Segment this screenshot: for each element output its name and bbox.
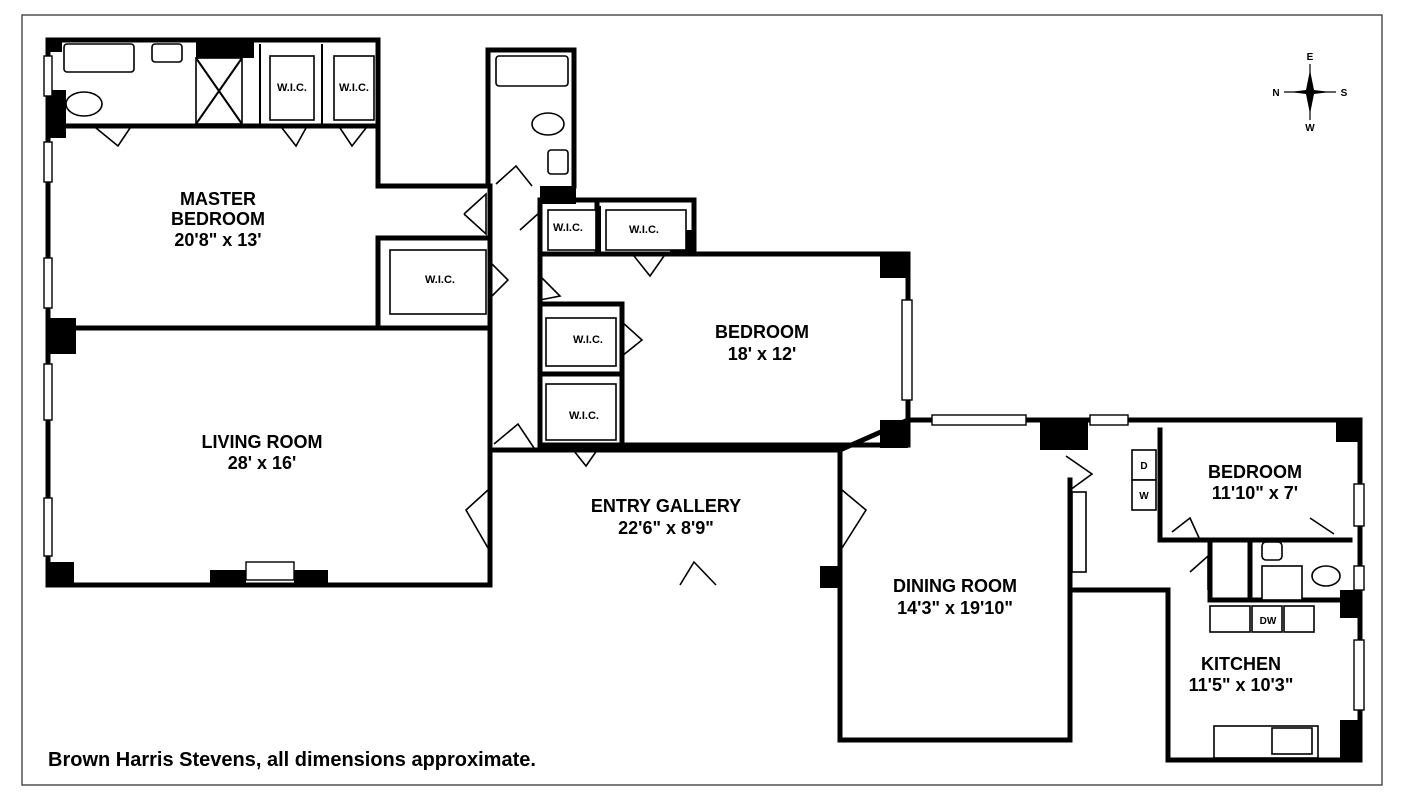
bedroom-name: BEDROOM bbox=[1208, 462, 1302, 482]
walk-in-closet-label: W.I.C. bbox=[339, 82, 369, 94]
entry-gallery-dimensions: 22'6" x 8'9" bbox=[618, 518, 714, 538]
walk-in-closet-label: W.I.C. bbox=[425, 274, 455, 286]
dining-room-name: DINING ROOM bbox=[893, 576, 1017, 596]
bedroom-dimensions: 18' x 12' bbox=[728, 344, 797, 364]
kitchen-name: KITCHEN bbox=[1201, 654, 1281, 674]
dryer-label: D bbox=[1140, 461, 1147, 472]
dishwasher-label: DW bbox=[1260, 616, 1277, 627]
entry-gallery-name: ENTRY GALLERY bbox=[591, 496, 741, 516]
walls bbox=[45, 37, 1363, 763]
appliance-labels: D W DW bbox=[1139, 461, 1277, 627]
walk-in-closet-label: W.I.C. bbox=[553, 222, 583, 234]
plan-frame bbox=[21, 14, 1383, 786]
living-room-name: LIVING ROOM bbox=[202, 432, 323, 452]
structural-columns bbox=[48, 40, 1362, 760]
room-labels: MASTER BEDROOM 20'8" x 13' LIVING ROOM 2… bbox=[171, 189, 1302, 695]
walk-in-closet-label: W.I.C. bbox=[629, 224, 659, 236]
bedroom-name: BEDROOM bbox=[715, 322, 809, 342]
closet-labels: W.I.C. W.I.C. W.I.C. W.I.C. W.I.C. W.I.C… bbox=[277, 82, 659, 422]
doors bbox=[95, 127, 1335, 590]
footer-note: Brown Harris Stevens, all dimensions app… bbox=[48, 749, 536, 771]
kitchen-dimensions: 11'5" x 10'3" bbox=[1189, 675, 1294, 695]
master-bedroom-name: BEDROOM bbox=[171, 209, 265, 229]
master-bedroom-dimensions: 20'8" x 13' bbox=[174, 230, 261, 250]
living-room-dimensions: 28' x 16' bbox=[228, 453, 297, 473]
walk-in-closet-label: W.I.C. bbox=[569, 410, 599, 422]
compass-west-label: W bbox=[1305, 123, 1315, 134]
walk-in-closet-label: W.I.C. bbox=[573, 334, 603, 346]
bedroom-dimensions: 11'10" x 7' bbox=[1212, 483, 1298, 503]
fixtures bbox=[63, 43, 1341, 759]
dining-room-dimensions: 14'3" x 19'10" bbox=[897, 598, 1013, 618]
compass-south-label: S bbox=[1341, 88, 1348, 99]
compass-east-label: E bbox=[1307, 52, 1314, 63]
master-bedroom-name: MASTER bbox=[180, 189, 256, 209]
windows bbox=[43, 55, 1365, 711]
compass-rose: E W N S bbox=[1272, 52, 1347, 134]
walk-in-closet-label: W.I.C. bbox=[277, 82, 307, 94]
compass-north-label: N bbox=[1272, 88, 1279, 99]
washer-label: W bbox=[1139, 491, 1149, 502]
